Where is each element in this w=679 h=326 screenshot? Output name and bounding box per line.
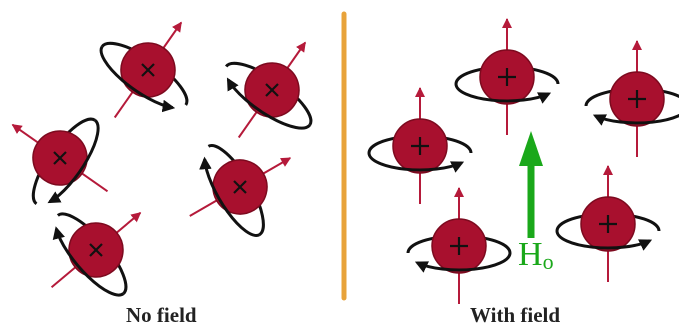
no-field-label: No field [126, 303, 197, 326]
aligned-spin-particle [557, 166, 659, 282]
aligned-spin-particle [408, 188, 510, 304]
aligned-spin-particle [586, 41, 679, 157]
field-symbol: H [518, 236, 543, 273]
random-spin-particle [197, 13, 347, 167]
aligned-spin-particle [456, 19, 558, 135]
field-subscript: o [543, 249, 554, 274]
field-arrow [519, 131, 543, 238]
with-field-label: With field [470, 303, 560, 326]
random-spin-particle [0, 83, 137, 233]
field-symbol-label: Ho [518, 238, 554, 279]
random-spin-particle [73, 0, 223, 147]
aligned-spin-particle [369, 88, 471, 204]
